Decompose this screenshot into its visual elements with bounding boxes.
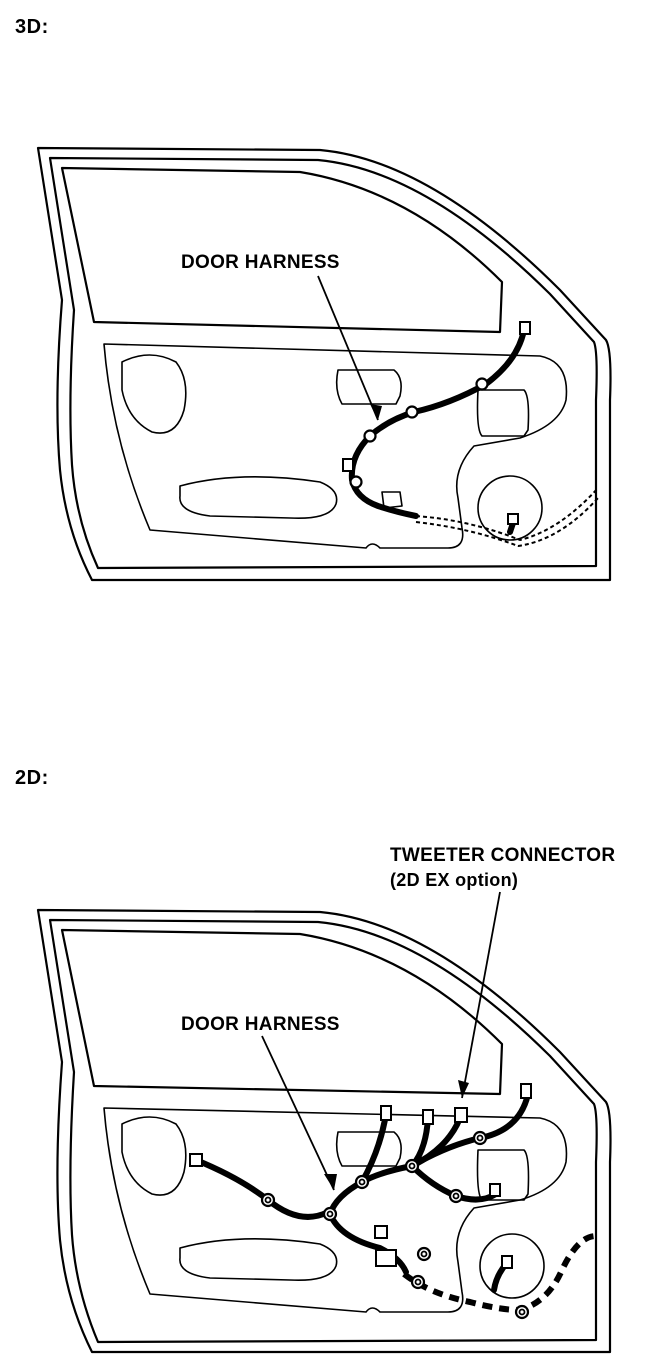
door-outline-2d bbox=[36, 908, 612, 1354]
section-label-3d: 3D: bbox=[15, 16, 49, 38]
door-harness-leader-3d bbox=[317, 275, 379, 421]
door-harness-2d bbox=[189, 1083, 597, 1320]
section-label-2d: 2D: bbox=[15, 767, 49, 789]
door-harness-leader-2d bbox=[261, 1035, 335, 1191]
door-harness-arrowhead-2d bbox=[324, 1174, 337, 1190]
tweeter-connector-option-note: (2D EX option) bbox=[390, 870, 519, 890]
door-harness-callout-3d: DOOR HARNESS bbox=[181, 252, 340, 273]
door-outline-3d bbox=[36, 146, 612, 582]
door-diagram-3d bbox=[36, 146, 612, 582]
tweeter-connector-leader bbox=[461, 891, 501, 1099]
door-harness-arrowhead-3d bbox=[370, 404, 382, 420]
door-harness-callout-2d: DOOR HARNESS bbox=[181, 1014, 340, 1035]
tweeter-connector-callout: TWEETER CONNECTOR bbox=[390, 845, 616, 866]
tweeter-connector-arrowhead bbox=[458, 1080, 469, 1098]
door-harness-3d bbox=[342, 321, 599, 548]
